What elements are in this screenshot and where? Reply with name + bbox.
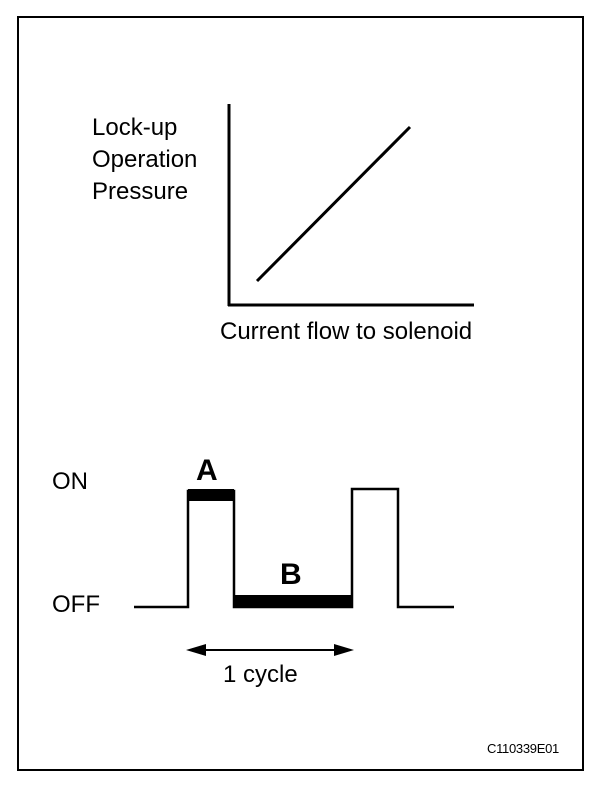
label-b: B — [280, 558, 302, 591]
off-level-label: OFF — [52, 591, 100, 618]
on-level-label: ON — [52, 468, 88, 495]
figure-border — [17, 16, 584, 771]
figure-code: C110339E01 — [487, 741, 559, 756]
cycle-arrow-left-head — [186, 644, 206, 656]
on-duration-bar-a — [188, 489, 234, 501]
graph-x-axis-label: Current flow to solenoid — [220, 318, 473, 345]
pressure-line — [255, 125, 412, 283]
label-a: A — [196, 454, 218, 487]
cycle-label: 1 cycle — [223, 661, 298, 688]
off-duration-bar-b — [234, 595, 352, 608]
y-label-line-2: Operation — [92, 146, 198, 173]
cycle-arrow-right-head — [334, 644, 354, 656]
y-label-line-1: Lock-up — [92, 114, 178, 141]
y-label-line-3: Pressure — [92, 178, 189, 205]
graph-y-axis-label: Lock-up Operation Pressure — [92, 112, 197, 208]
